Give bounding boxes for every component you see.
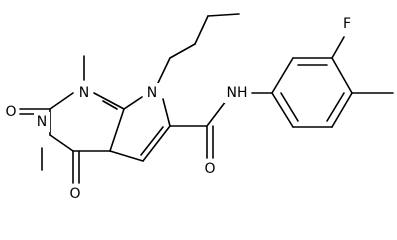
bond-ar-4-5 [331, 92, 353, 128]
atom-labels: N N N O O NH O F [3, 14, 355, 204]
bond-ar-inner-b [326, 92, 345, 122]
bond-ar-inner-c [280, 92, 299, 122]
bond-c7a-n1 [93, 92, 125, 110]
atom-n3-label: N [37, 114, 47, 130]
bond-c7a-n1-inner [102, 100, 118, 110]
bond-c4a-c7a [109, 108, 125, 152]
atom-o2-label: O [5, 104, 16, 120]
bond-n1-c2 [49, 92, 74, 110]
bond-c5-c4a [109, 150, 144, 162]
atom-n7-label: N [147, 85, 157, 101]
atom-fluorine-label: F [343, 16, 351, 32]
bond-ar-fluorine [331, 36, 345, 59]
bond-ar-1-2 [271, 57, 294, 94]
bond-ar-6-1 [271, 92, 294, 128]
bond-c6-c5 [142, 125, 171, 162]
atom-amide-oxygen-label: O [204, 161, 215, 177]
bond-n3-c4 [49, 134, 74, 152]
bond-butyl-2 [169, 43, 196, 59]
bond-c6-c5-inner [140, 126, 164, 156]
bond-butyl-3 [194, 15, 209, 45]
atom-nh-label: NH [227, 85, 248, 101]
bond-butyl-4 [207, 13, 240, 17]
atom-o4-label: O [69, 186, 80, 202]
bond-butyl-1 [157, 57, 171, 84]
bond-camide-nh [206, 100, 227, 127]
chemical-structure: N N N O O NH O F [3, 13, 394, 204]
atom-n1-label: N [79, 85, 89, 101]
bond-ar-3-4 [331, 57, 353, 94]
bond-n7-c6 [162, 98, 171, 127]
bond-lines [19, 13, 394, 184]
bond-c7a-n7 [123, 96, 143, 110]
